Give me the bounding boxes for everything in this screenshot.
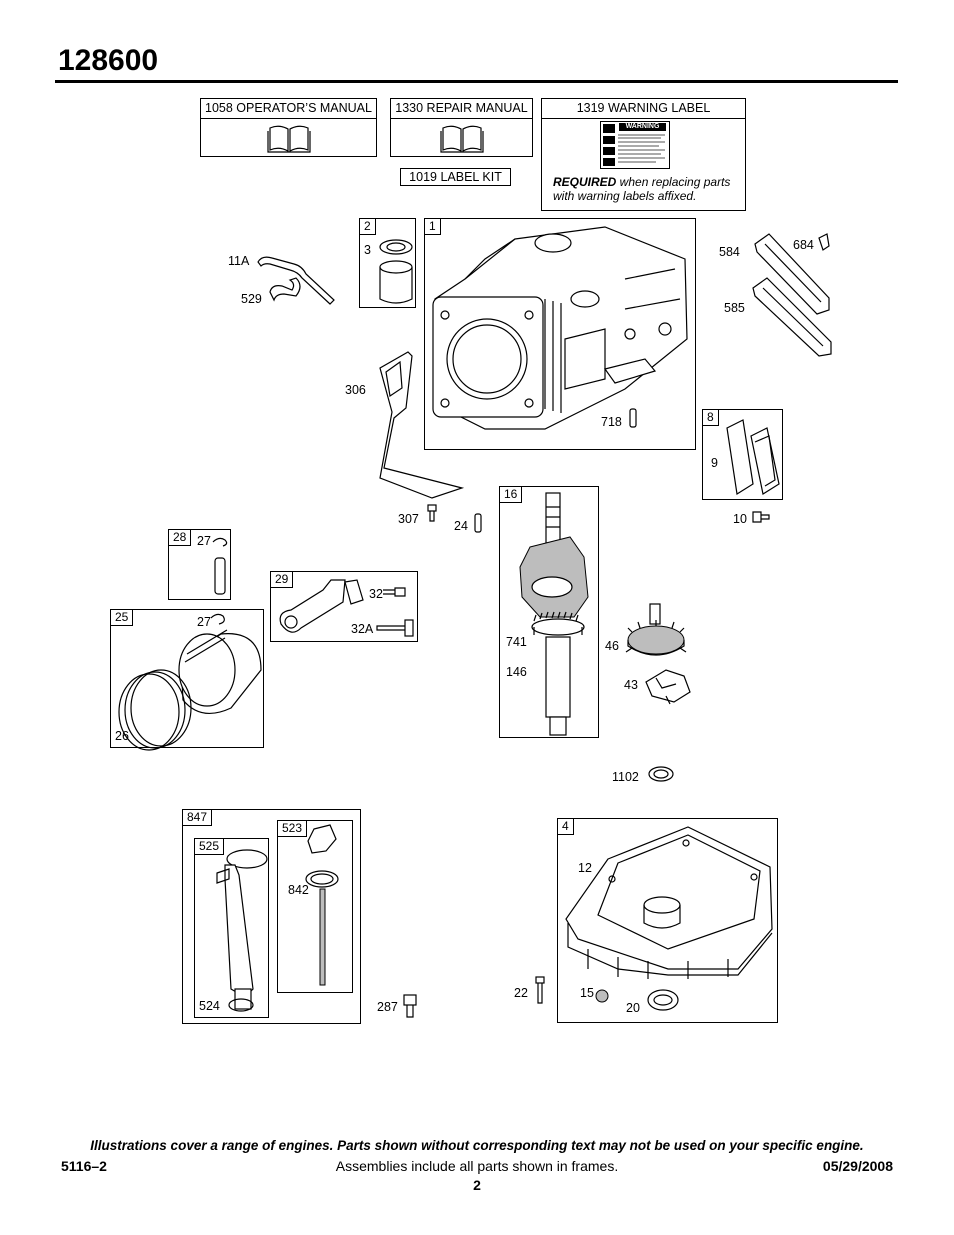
- frame-2: 2 3: [359, 218, 416, 308]
- screw-icon: [752, 511, 770, 523]
- part-label-10: 10: [733, 512, 747, 526]
- footer-note: Illustrations cover a range of engines. …: [90, 1138, 864, 1153]
- page-number: 2: [473, 1177, 481, 1193]
- part-label-287: 287: [377, 1000, 398, 1014]
- part-label-11A: 11A: [228, 254, 250, 268]
- part-label-684: 684: [793, 238, 814, 252]
- part-label-3: 3: [364, 243, 371, 257]
- part-label-32: 32: [369, 587, 383, 601]
- repair-manual-label: 1330 REPAIR MANUAL: [391, 99, 532, 119]
- header-rule: [55, 80, 898, 83]
- book-icon: [440, 125, 484, 153]
- warning-sticker-graphic: [603, 124, 665, 166]
- required-emphasis: REQUIRED: [553, 175, 617, 189]
- part-label-22: 22: [514, 986, 528, 1000]
- breather-tube-drawing: [257, 256, 335, 305]
- operators-manual-frame: 1058 OPERATOR’S MANUAL: [200, 98, 377, 157]
- frame-525-tag: 525: [195, 839, 225, 855]
- crankshaft-drawing: [519, 492, 589, 736]
- warning-label-title: 1319 WARNING LABEL: [542, 99, 745, 119]
- repair-manual-frame: 1330 REPAIR MANUAL: [390, 98, 533, 157]
- document-date: 05/29/2008: [822, 1158, 893, 1174]
- bolt-icon: [403, 994, 417, 1018]
- part-label-585: 585: [724, 301, 745, 315]
- part-label-524: 524: [199, 999, 220, 1013]
- dipstick-tube-drawing: [216, 849, 268, 1012]
- frame-1-tag: 1: [425, 219, 441, 235]
- part-label-27-pin: 27: [197, 534, 211, 548]
- frame-8-tag: 8: [703, 410, 719, 426]
- breather-drawing: [726, 419, 780, 495]
- frame-16: 16 741 146: [499, 486, 599, 738]
- part-label-46: 46: [605, 639, 619, 653]
- seal-and-bushing-drawing: [379, 239, 413, 304]
- oil-seal-icon: [648, 766, 674, 782]
- cylinder-block-drawing: [432, 226, 688, 430]
- part-label-718: 718: [601, 415, 622, 429]
- warning-label-frame: 1319 WARNING LABEL WARNING REQUIRED when…: [541, 98, 746, 211]
- frame-847: 847 525 524 523 842: [182, 809, 361, 1024]
- oil-seal-icon: [647, 989, 679, 1011]
- warning-sticker-heading: WARNING: [619, 123, 666, 131]
- part-label-43: 43: [624, 678, 638, 692]
- piston-and-rings-drawing: [118, 613, 262, 751]
- frame-2-tag: 2: [360, 219, 376, 235]
- frame-4: 4 12 15 20: [557, 818, 778, 1023]
- part-label-9: 9: [711, 456, 718, 470]
- part-label-24: 24: [454, 519, 468, 533]
- governor-gear-drawing: [625, 603, 691, 705]
- connecting-rod-drawing: [279, 579, 414, 637]
- assemblies-note: Assemblies include all parts shown in fr…: [335, 1158, 619, 1174]
- part-label-741: 741: [506, 635, 527, 649]
- bolt-icon: [427, 504, 437, 522]
- frame-29-tag: 29: [271, 572, 294, 588]
- book-icon: [267, 125, 311, 153]
- dowel-pin-icon: [629, 408, 637, 428]
- part-label-12: 12: [578, 861, 592, 875]
- frame-523-tag: 523: [278, 821, 308, 837]
- dowel-pin-icon: [474, 513, 482, 533]
- part-label-307: 307: [398, 512, 419, 526]
- frame-28-tag: 28: [169, 530, 192, 546]
- warning-sticker: WARNING: [600, 121, 670, 169]
- part-label-529: 529: [241, 292, 262, 306]
- model-number: 128600: [58, 44, 159, 77]
- wrist-pin-drawing: [212, 537, 228, 595]
- frame-523: 523 842: [277, 820, 353, 993]
- operators-manual-label: 1058 OPERATOR’S MANUAL: [201, 99, 376, 119]
- drain-plug-icon: [595, 989, 609, 1003]
- frame-8: 8 9: [702, 409, 783, 500]
- bolt-icon: [535, 976, 545, 1004]
- part-label-32A: 32A: [351, 622, 374, 636]
- frame-1: 1: [424, 218, 696, 450]
- dipstick-drawing: [305, 824, 339, 986]
- frame-28: 28 27: [168, 529, 231, 600]
- frame-4-tag: 4: [558, 819, 574, 835]
- warning-requirement-note: REQUIRED when replacing parts with warni…: [553, 175, 730, 203]
- part-label-146: 146: [506, 665, 527, 679]
- part-label-584: 584: [719, 245, 740, 259]
- part-label-15: 15: [580, 986, 594, 1000]
- label-kit-label: 1019 LABEL KIT: [400, 168, 511, 186]
- required-text: when replacing parts: [616, 175, 731, 189]
- air-guide-drawing: [379, 351, 465, 499]
- part-label-20: 20: [626, 1001, 640, 1015]
- frame-25: 25 27 26: [110, 609, 264, 751]
- frame-16-tag: 16: [500, 487, 523, 503]
- part-label-1102: 1102: [612, 770, 639, 784]
- part-label-27-piston: 27: [197, 615, 211, 629]
- document-id: 5116–2: [61, 1158, 107, 1174]
- part-label-842: 842: [288, 883, 309, 897]
- frame-29: 29 32 32A: [270, 571, 418, 642]
- part-label-306: 306: [345, 383, 366, 397]
- part-label-26: 26: [115, 729, 129, 743]
- frame-847-tag: 847: [183, 810, 213, 826]
- frame-25-tag: 25: [111, 610, 134, 626]
- frame-525: 525 524: [194, 838, 269, 1018]
- sump-drawing: [565, 826, 773, 979]
- gaskets-drawing: [752, 233, 832, 357]
- required-text-line2: with warning labels affixed.: [553, 189, 697, 203]
